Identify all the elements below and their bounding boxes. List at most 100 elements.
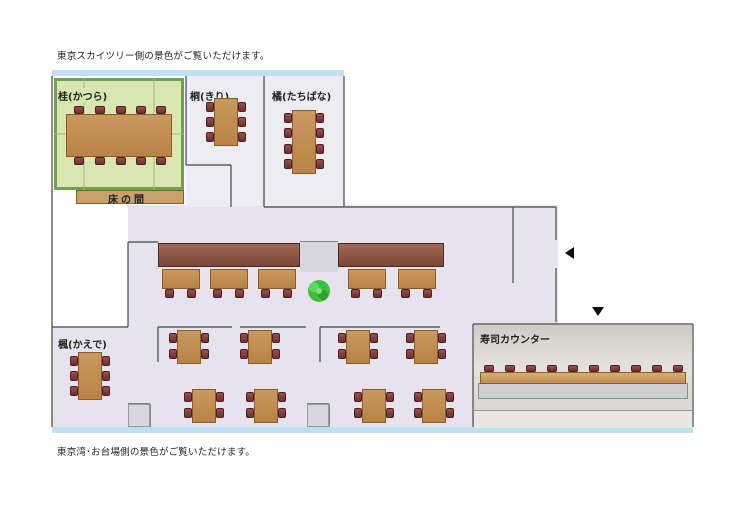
bottom-view-caption: 東京湾･お台場側の景色がご覧いただけます。: [57, 447, 256, 458]
kiri-table: [214, 98, 238, 146]
bench-table: [398, 269, 436, 289]
chair: [354, 392, 362, 402]
chair: [240, 349, 248, 359]
bench-chair: [213, 289, 222, 298]
chair: [240, 333, 248, 343]
table-4seat: [362, 389, 386, 423]
chair: [246, 392, 254, 402]
chair: [414, 408, 422, 418]
triangle-down-icon: [592, 307, 604, 316]
bench-chair: [423, 289, 432, 298]
top-window-strip: [52, 70, 344, 76]
kiri-chair: [238, 117, 246, 127]
plant-icon: [308, 280, 330, 302]
tokonoma: [76, 190, 184, 204]
table-4seat: [177, 330, 201, 364]
tachibana-chair: [316, 128, 324, 138]
bench-right: [338, 243, 444, 267]
katsura-chair: [136, 106, 146, 114]
kiri-chair: [238, 132, 246, 142]
table-4seat: [192, 389, 216, 423]
counter-stool: [484, 365, 494, 372]
tachibana-chair: [284, 113, 292, 123]
chair: [438, 333, 446, 343]
counter-back-wall: [474, 410, 692, 428]
chair: [184, 408, 192, 418]
katsura-chair: [136, 157, 146, 165]
table-4seat: [414, 330, 438, 364]
counter-stool: [568, 365, 578, 372]
bottom-window-strip: [52, 427, 693, 433]
chair: [278, 408, 286, 418]
counter-stool: [673, 365, 683, 372]
katsura-chair: [95, 106, 105, 114]
chair: [169, 349, 177, 359]
katsura-chair: [74, 157, 84, 165]
chair: [272, 349, 280, 359]
kiri-chair: [238, 102, 246, 112]
kaede-chair: [102, 386, 110, 396]
chair: [201, 333, 209, 343]
tachibana-label: 橘(たちばな): [272, 92, 332, 103]
chair: [414, 392, 422, 402]
counter-stool: [589, 365, 599, 372]
chair: [370, 349, 378, 359]
kaede-chair: [70, 386, 78, 396]
bench-chair: [235, 289, 244, 298]
katsura-chair: [156, 157, 166, 165]
chair: [216, 392, 224, 402]
counter-base: [478, 383, 688, 399]
chair: [354, 408, 362, 418]
tachibana-chair: [316, 159, 324, 169]
kaede-chair: [70, 356, 78, 366]
table-4seat: [422, 389, 446, 423]
table-4seat: [254, 389, 278, 423]
counter-stool: [652, 365, 662, 372]
bench-chair: [187, 289, 196, 298]
bench-chair: [283, 289, 292, 298]
chair: [406, 349, 414, 359]
katsura-label: 桂(かつら): [58, 88, 108, 103]
katsura-chair: [95, 157, 105, 165]
bench-chair: [165, 289, 174, 298]
chair: [169, 333, 177, 343]
tachibana-chair: [316, 113, 324, 123]
tachibana-table: [292, 110, 316, 174]
chair: [246, 408, 254, 418]
bench-table: [162, 269, 200, 289]
kiri-chair: [206, 117, 214, 127]
tachibana-chair: [284, 128, 292, 138]
chair: [272, 333, 280, 343]
bench-chair: [373, 289, 382, 298]
counter-stool: [547, 365, 557, 372]
counter-stool: [631, 365, 641, 372]
katsura-chair: [116, 157, 126, 165]
kaede-chair: [102, 371, 110, 381]
tachibana-chair: [316, 144, 324, 154]
chair: [438, 349, 446, 359]
kaede-table: [78, 352, 102, 400]
chair: [216, 408, 224, 418]
chair: [446, 392, 454, 402]
partition-block: [300, 242, 338, 272]
katsura-chair: [116, 106, 126, 114]
chair: [386, 408, 394, 418]
column: [128, 404, 150, 427]
bench-table: [348, 269, 386, 289]
table-4seat: [346, 330, 370, 364]
chair: [338, 333, 346, 343]
corridor-floor: [186, 165, 231, 207]
bench-chair: [351, 289, 360, 298]
chair: [406, 333, 414, 343]
katsura-chair: [74, 106, 84, 114]
table-4seat: [248, 330, 272, 364]
counter-stool: [610, 365, 620, 372]
counter-stool: [526, 365, 536, 372]
counter-top: [480, 372, 686, 384]
chair: [184, 392, 192, 402]
kaede-label: 楓(かえで): [58, 340, 107, 351]
counter-stool: [505, 365, 515, 372]
kiri-chair: [206, 132, 214, 142]
chair: [278, 392, 286, 402]
kaede-chair: [70, 371, 78, 381]
